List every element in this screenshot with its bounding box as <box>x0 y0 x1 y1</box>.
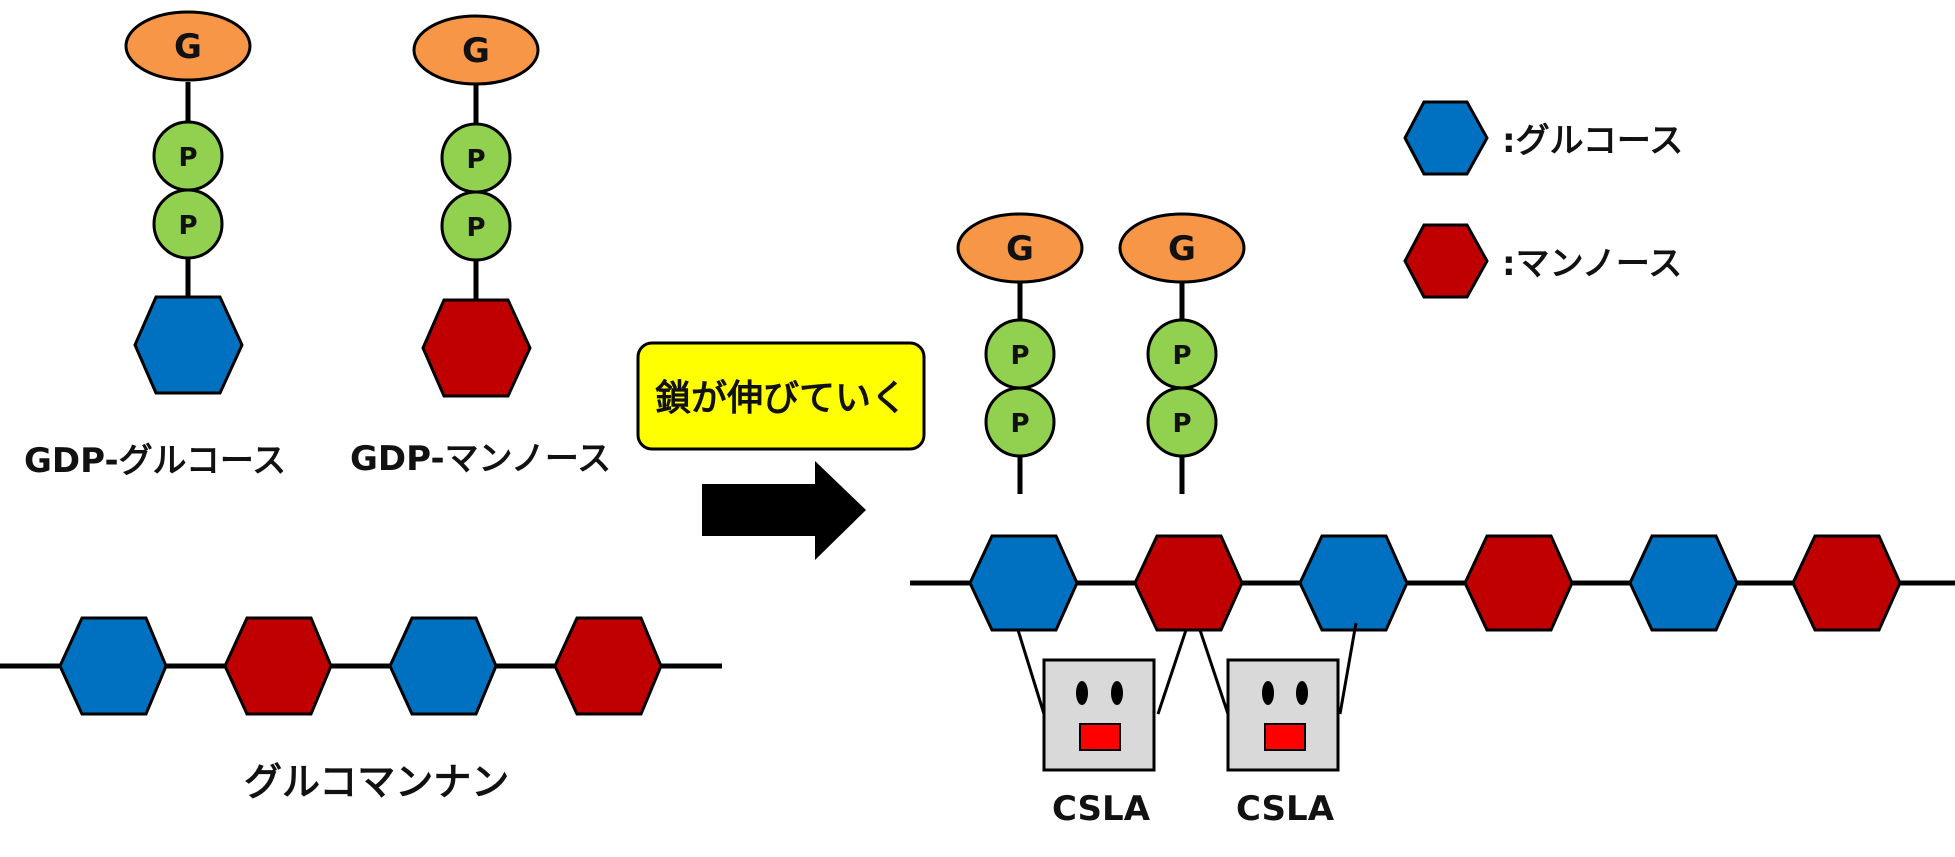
donor-nucleotide-2: G P P <box>1118 212 1246 494</box>
donor-nucleotide-1: G P P <box>956 212 1084 494</box>
gdp-mannose-caption: GDP-マンノース <box>350 439 611 479</box>
chain-sugar-glucose <box>58 616 168 716</box>
guanine-label: G <box>462 31 490 71</box>
legend-glucose-swatch <box>1403 100 1489 176</box>
chain-sugar-mannose <box>1463 534 1574 632</box>
callout-text: 鎖が伸びていく <box>655 378 907 419</box>
csla-label-1: CSLA <box>1052 789 1151 829</box>
phosphate-2 <box>152 188 224 260</box>
legend: :グルコース :マンノース <box>1403 100 1683 299</box>
phosphate-2 <box>984 386 1056 458</box>
guanine-label: G <box>1006 229 1034 269</box>
csla-label-2: CSLA <box>1236 789 1335 829</box>
gdp-mannose-molecule: G P P <box>412 14 540 398</box>
gdp-glucose-molecule: G P P <box>124 10 252 395</box>
glucomannan-chain <box>0 616 722 716</box>
csla-enzyme-1 <box>1016 629 1188 772</box>
enzyme-eye-left <box>1262 681 1274 705</box>
enzyme-mouth <box>1079 723 1121 751</box>
phosphate-1-label: P <box>1010 341 1029 371</box>
legend-mannose-label: :マンノース <box>1502 244 1682 284</box>
phosphate-2 <box>1146 386 1218 458</box>
chain-sugar-glucose <box>968 534 1079 632</box>
enzyme-body <box>1226 658 1340 772</box>
callout-box: 鎖が伸びていく <box>636 341 926 451</box>
phosphate-2-label: P <box>1010 409 1029 439</box>
phosphate-2-label: P <box>466 213 485 243</box>
chain-sugar-mannose <box>223 616 333 716</box>
chain-sugar-glucose <box>388 616 498 716</box>
glucomannan-caption: グルコマンナン <box>244 760 509 804</box>
chain-sugar-mannose <box>1133 534 1244 632</box>
phosphate-1-label: P <box>1172 341 1191 371</box>
enzyme-body <box>1042 658 1156 772</box>
phosphate-2 <box>440 190 512 262</box>
phosphate-1-label: P <box>466 145 485 175</box>
enzyme-eye-right <box>1296 681 1308 705</box>
progress-arrow <box>702 461 866 560</box>
enzyme-eye-left <box>1076 681 1088 705</box>
phosphate-1-label: P <box>178 143 197 173</box>
enzyme-mouth <box>1264 723 1306 751</box>
phosphate-2-label: P <box>1172 409 1191 439</box>
glucose-hexagon <box>133 295 244 395</box>
legend-glucose-label: :グルコース <box>1502 121 1683 161</box>
csla-enzyme-2 <box>1198 622 1358 772</box>
chain-sugar-mannose <box>1791 534 1902 632</box>
phosphate-2-label: P <box>178 211 197 241</box>
guanine-label: G <box>1168 229 1196 269</box>
mannose-hexagon <box>421 298 532 398</box>
chain-sugar-glucose <box>1298 534 1409 632</box>
guanine-base <box>412 14 540 86</box>
guanine-base <box>1118 212 1246 284</box>
gdp-glucose-caption: GDP-グルコース <box>24 441 286 481</box>
chain-sugar-glucose <box>1628 534 1739 632</box>
legend-mannose-swatch <box>1403 223 1489 299</box>
growing-chain <box>910 534 1955 632</box>
guanine-label: G <box>174 27 202 67</box>
guanine-base <box>956 212 1084 284</box>
chain-sugar-mannose <box>553 616 663 716</box>
enzyme-eye-right <box>1111 681 1123 705</box>
guanine-base <box>124 10 252 82</box>
